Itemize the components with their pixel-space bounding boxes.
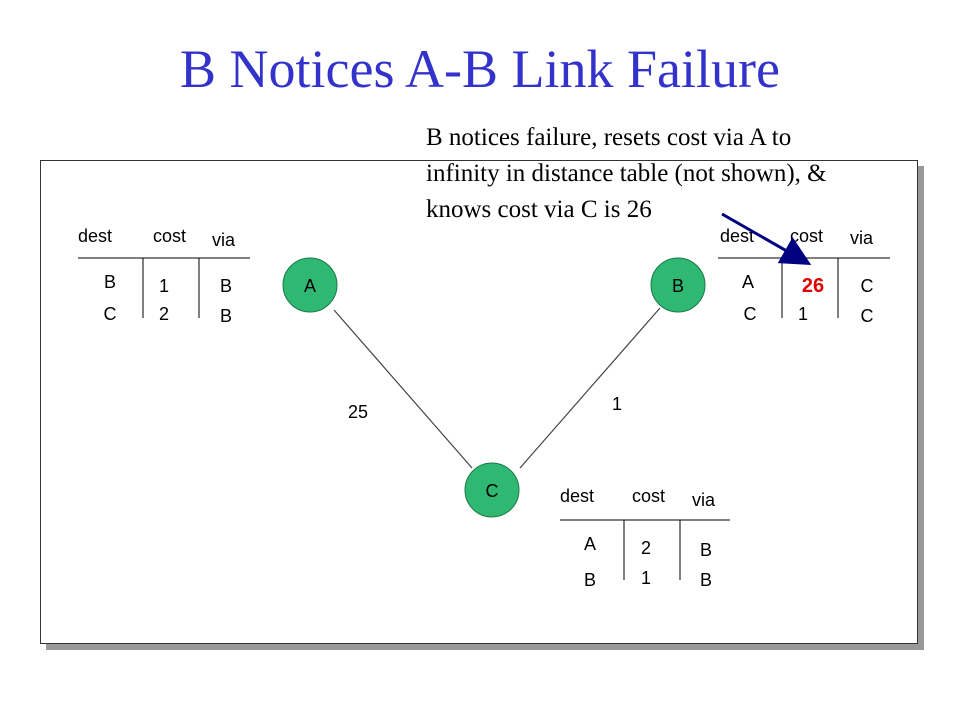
table-b-row1-cost: 26 [802,275,824,297]
link-b-c [519,307,661,469]
annotation-line-1: B notices failure, resets cost via A to [426,124,792,151]
table-b-header-cost: cost [790,226,823,246]
table-b-header-dest: dest [720,226,754,246]
table-c-row1-via: B [700,540,712,560]
table-c-row2-via: B [700,570,712,590]
node-a: A [282,257,338,313]
table-b-row1-dest: A [742,272,754,292]
table-a-row2-via: B [220,306,232,326]
slide-title: B Notices A-B Link Failure [180,39,780,99]
link-b-c-cost: 1 [612,394,622,414]
table-c-header-dest: dest [560,486,594,506]
node-b-label: B [672,276,684,296]
table-c-header-cost: cost [632,486,665,506]
table-c-row1-dest: A [584,534,596,554]
table-c-header-via: via [692,490,716,510]
annotation-line-2: infinity in distance table (not shown), … [426,160,827,187]
table-a-row2-cost: 2 [159,304,169,324]
table-a-row1-cost: 1 [159,276,169,296]
distance-table-b: dest cost via A 26 C C 1 C [718,226,890,326]
node-b: B [650,257,706,313]
table-b-row2-dest: C [744,304,757,324]
table-a-header-cost: cost [153,226,186,246]
table-b-row2-via: C [861,306,874,326]
table-c-row1-cost: 2 [641,538,651,558]
link-a-c-cost: 25 [348,402,368,422]
table-b-row2-cost: 1 [798,304,808,324]
node-c-label: C [486,481,499,501]
node-c: C [464,462,520,518]
table-a-row2-dest: C [104,304,117,324]
distance-table-a: dest cost via B 1 B C 2 B [78,226,250,326]
annotation-note: B notices failure, resets cost via A to … [426,120,946,228]
table-a-header-dest: dest [78,226,112,246]
annotation-arrow [721,212,812,265]
distance-table-c: dest cost via A 2 B B 1 B [560,486,730,590]
annotation-line-3: knows cost via C is 26 [426,196,652,223]
table-c-row2-cost: 1 [641,568,651,588]
table-b-header-via: via [850,228,874,248]
link-a-c [333,309,473,469]
node-a-label: A [304,276,316,296]
table-c-row2-dest: B [584,570,596,590]
table-a-row1-via: B [220,276,232,296]
table-b-row1-via: C [861,276,874,296]
table-a-header-via: via [212,230,236,250]
table-a-row1-dest: B [104,272,116,292]
